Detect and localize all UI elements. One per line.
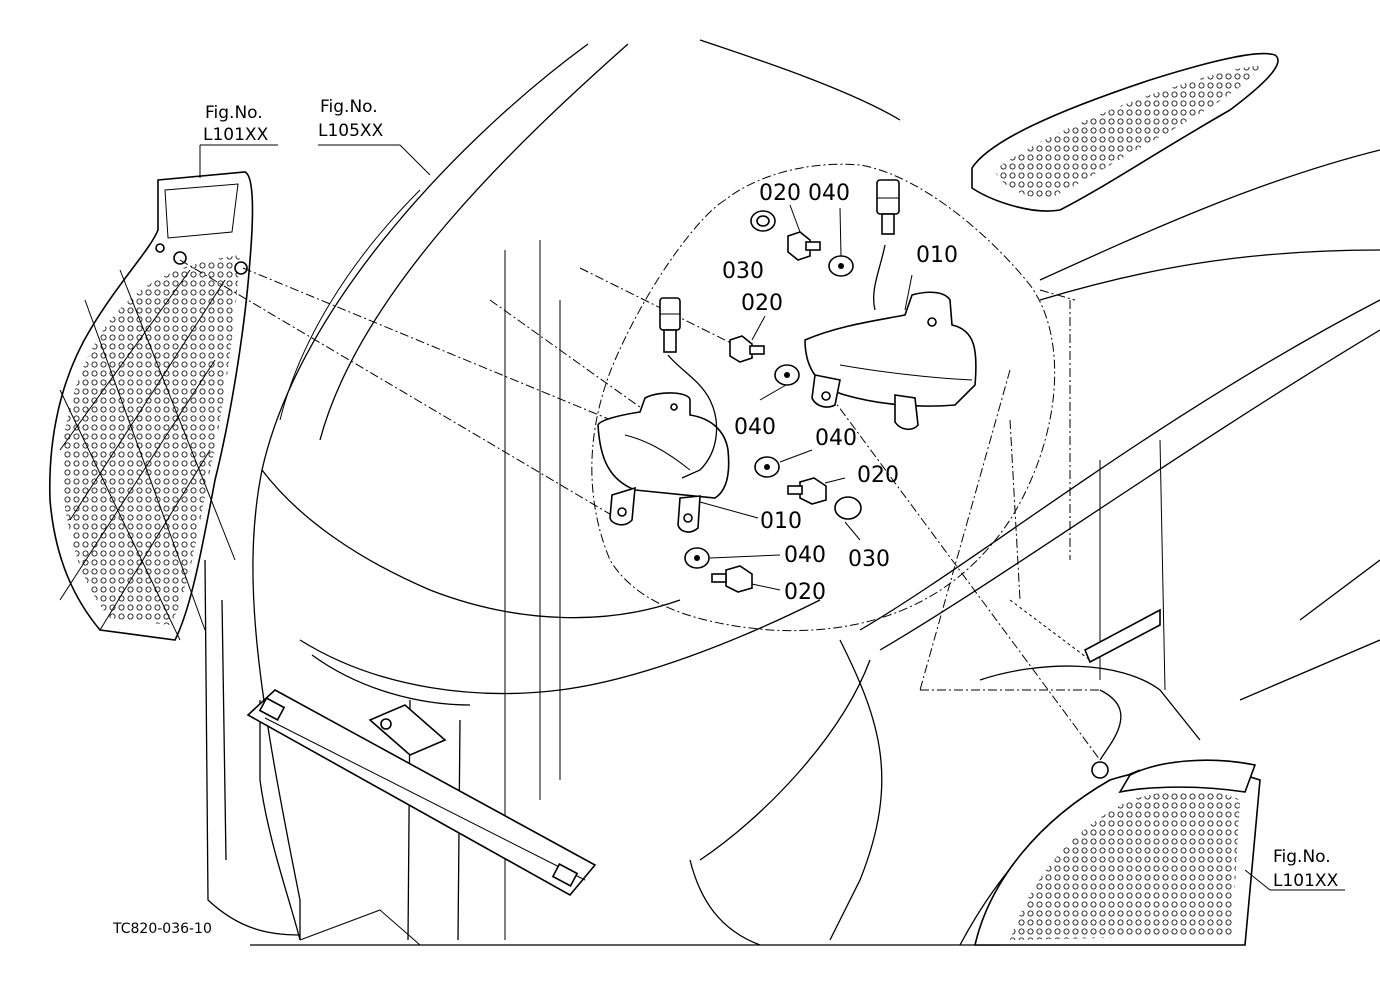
callout-c2: 040 xyxy=(808,181,850,206)
left-grille-panel xyxy=(48,171,254,641)
callout-c8: 020 xyxy=(857,463,899,488)
fasteners xyxy=(684,210,862,593)
callout-c6: 040 xyxy=(734,415,776,440)
fig-ref-left-value: L101XX xyxy=(203,125,269,145)
figure-references: Fig.No. L101XX Fig.No. L105XX Fig.No. L1… xyxy=(203,97,1339,891)
upper-lamp-assembly xyxy=(804,179,977,431)
callout-labels: 020 040 030 010 020 040 040 020 010 030 … xyxy=(722,181,958,605)
callout-c4: 010 xyxy=(916,243,958,268)
fig-ref-center-value: L105XX xyxy=(318,121,384,141)
callout-leaders xyxy=(199,144,1345,891)
fig-ref-center-label: Fig.No. xyxy=(320,97,378,117)
callout-c1: 020 xyxy=(759,181,801,206)
lower-right-grille-panel xyxy=(973,759,1261,946)
drawing-code: TC820-036-10 xyxy=(112,921,212,937)
fig-ref-right-label: Fig.No. xyxy=(1273,847,1331,867)
fig-ref-left-label: Fig.No. xyxy=(205,103,263,123)
callout-c7: 040 xyxy=(815,426,857,451)
callout-c10: 030 xyxy=(848,547,890,572)
lower-brackets xyxy=(246,608,1161,897)
callout-c3: 030 xyxy=(722,259,764,284)
callout-c11: 040 xyxy=(784,543,826,568)
callout-c5: 020 xyxy=(741,291,783,316)
callout-c9: 010 xyxy=(760,509,802,534)
lower-lamp-assembly xyxy=(597,297,730,533)
detail-bubble xyxy=(591,163,1056,632)
fig-ref-right-value: L101XX xyxy=(1273,871,1339,891)
body-panel-outlines xyxy=(204,39,1380,946)
callout-c12: 020 xyxy=(784,580,826,605)
